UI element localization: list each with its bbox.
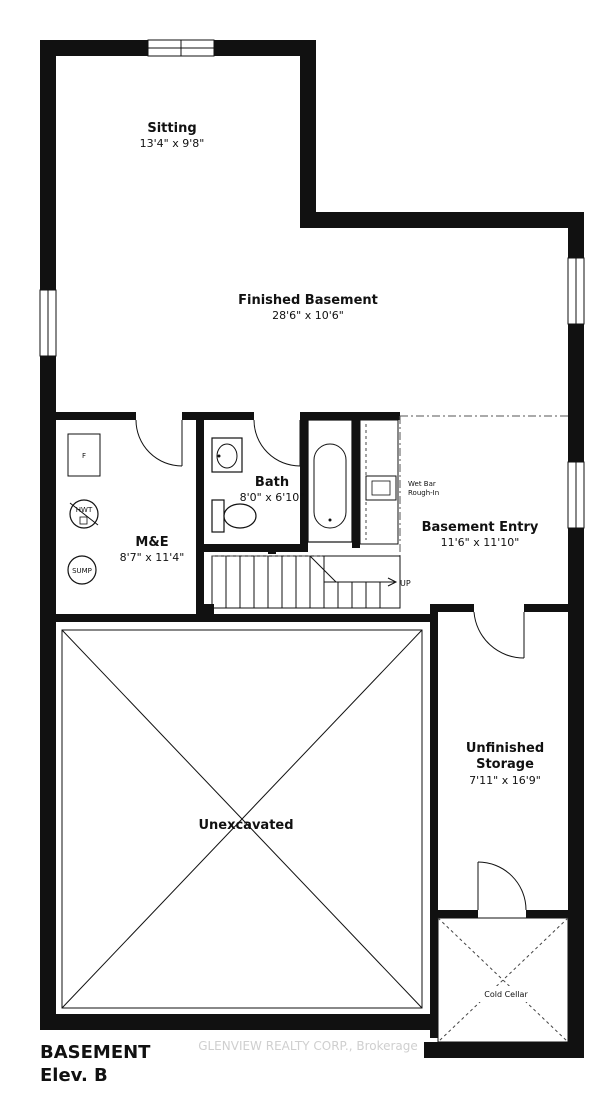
room-name-sitting: Sitting bbox=[147, 121, 196, 136]
unexcavated-cross bbox=[61, 629, 423, 1009]
room-dims-sitting: 13'4" x 9'8" bbox=[140, 137, 205, 150]
toilet-tank bbox=[211, 499, 225, 533]
room-dims-unfinished-storage: 7'11" x 16'9" bbox=[469, 774, 541, 787]
wet-bar-sink bbox=[365, 475, 397, 501]
room-dims-finished-basement: 28'6" x 10'6" bbox=[272, 309, 344, 322]
fixtures: F HWT SUMP Wet Bar Rough-In bbox=[67, 419, 439, 585]
room-name-finished-basement: Finished Basement bbox=[238, 293, 378, 308]
interior-walls bbox=[56, 412, 576, 1038]
room-name-unfinished-storage-1: Unfinished bbox=[466, 741, 544, 756]
wet-bar-label-2: Rough-In bbox=[408, 489, 439, 497]
room-name-unexcavated: Unexcavated bbox=[198, 818, 293, 833]
stairs: UP bbox=[211, 555, 411, 609]
wet-bar-label-1: Wet Bar bbox=[408, 480, 436, 488]
room-name-mse: M&E bbox=[135, 535, 168, 550]
room-dims-mse: 8'7" x 11'4" bbox=[120, 551, 185, 564]
furnace-label: F bbox=[82, 452, 86, 460]
windows bbox=[39, 39, 585, 529]
exterior-walls bbox=[40, 40, 584, 1058]
cold-cellar-cross bbox=[437, 917, 569, 1043]
sump-circle bbox=[67, 555, 97, 585]
plan-title-line-2: Elev. B bbox=[40, 1065, 108, 1086]
room-name-basement-entry: Basement Entry bbox=[422, 520, 539, 535]
plan-title-line-1: BASEMENT bbox=[40, 1042, 151, 1063]
bathtub bbox=[307, 419, 353, 543]
sump-label: SUMP bbox=[72, 567, 92, 575]
room-name-unfinished-storage-2: Storage bbox=[476, 757, 534, 772]
wet-bar-counter bbox=[359, 419, 399, 545]
doors bbox=[135, 419, 527, 911]
stairs-up-label: UP bbox=[400, 579, 411, 588]
room-name-bath: Bath bbox=[255, 475, 289, 490]
toilet-bowl bbox=[223, 503, 257, 529]
watermark: GLENVIEW REALTY CORP., Brokerage bbox=[198, 1039, 418, 1053]
room-dims-bath: 8'0" x 6'10" bbox=[240, 491, 305, 504]
room-name-cold-cellar: Cold Cellar bbox=[484, 990, 528, 999]
furnace-box bbox=[67, 433, 101, 477]
bath-sink bbox=[211, 437, 243, 473]
room-dims-basement-entry: 11'6" x 11'10" bbox=[441, 536, 520, 549]
hwt-label: HWT bbox=[76, 506, 93, 514]
